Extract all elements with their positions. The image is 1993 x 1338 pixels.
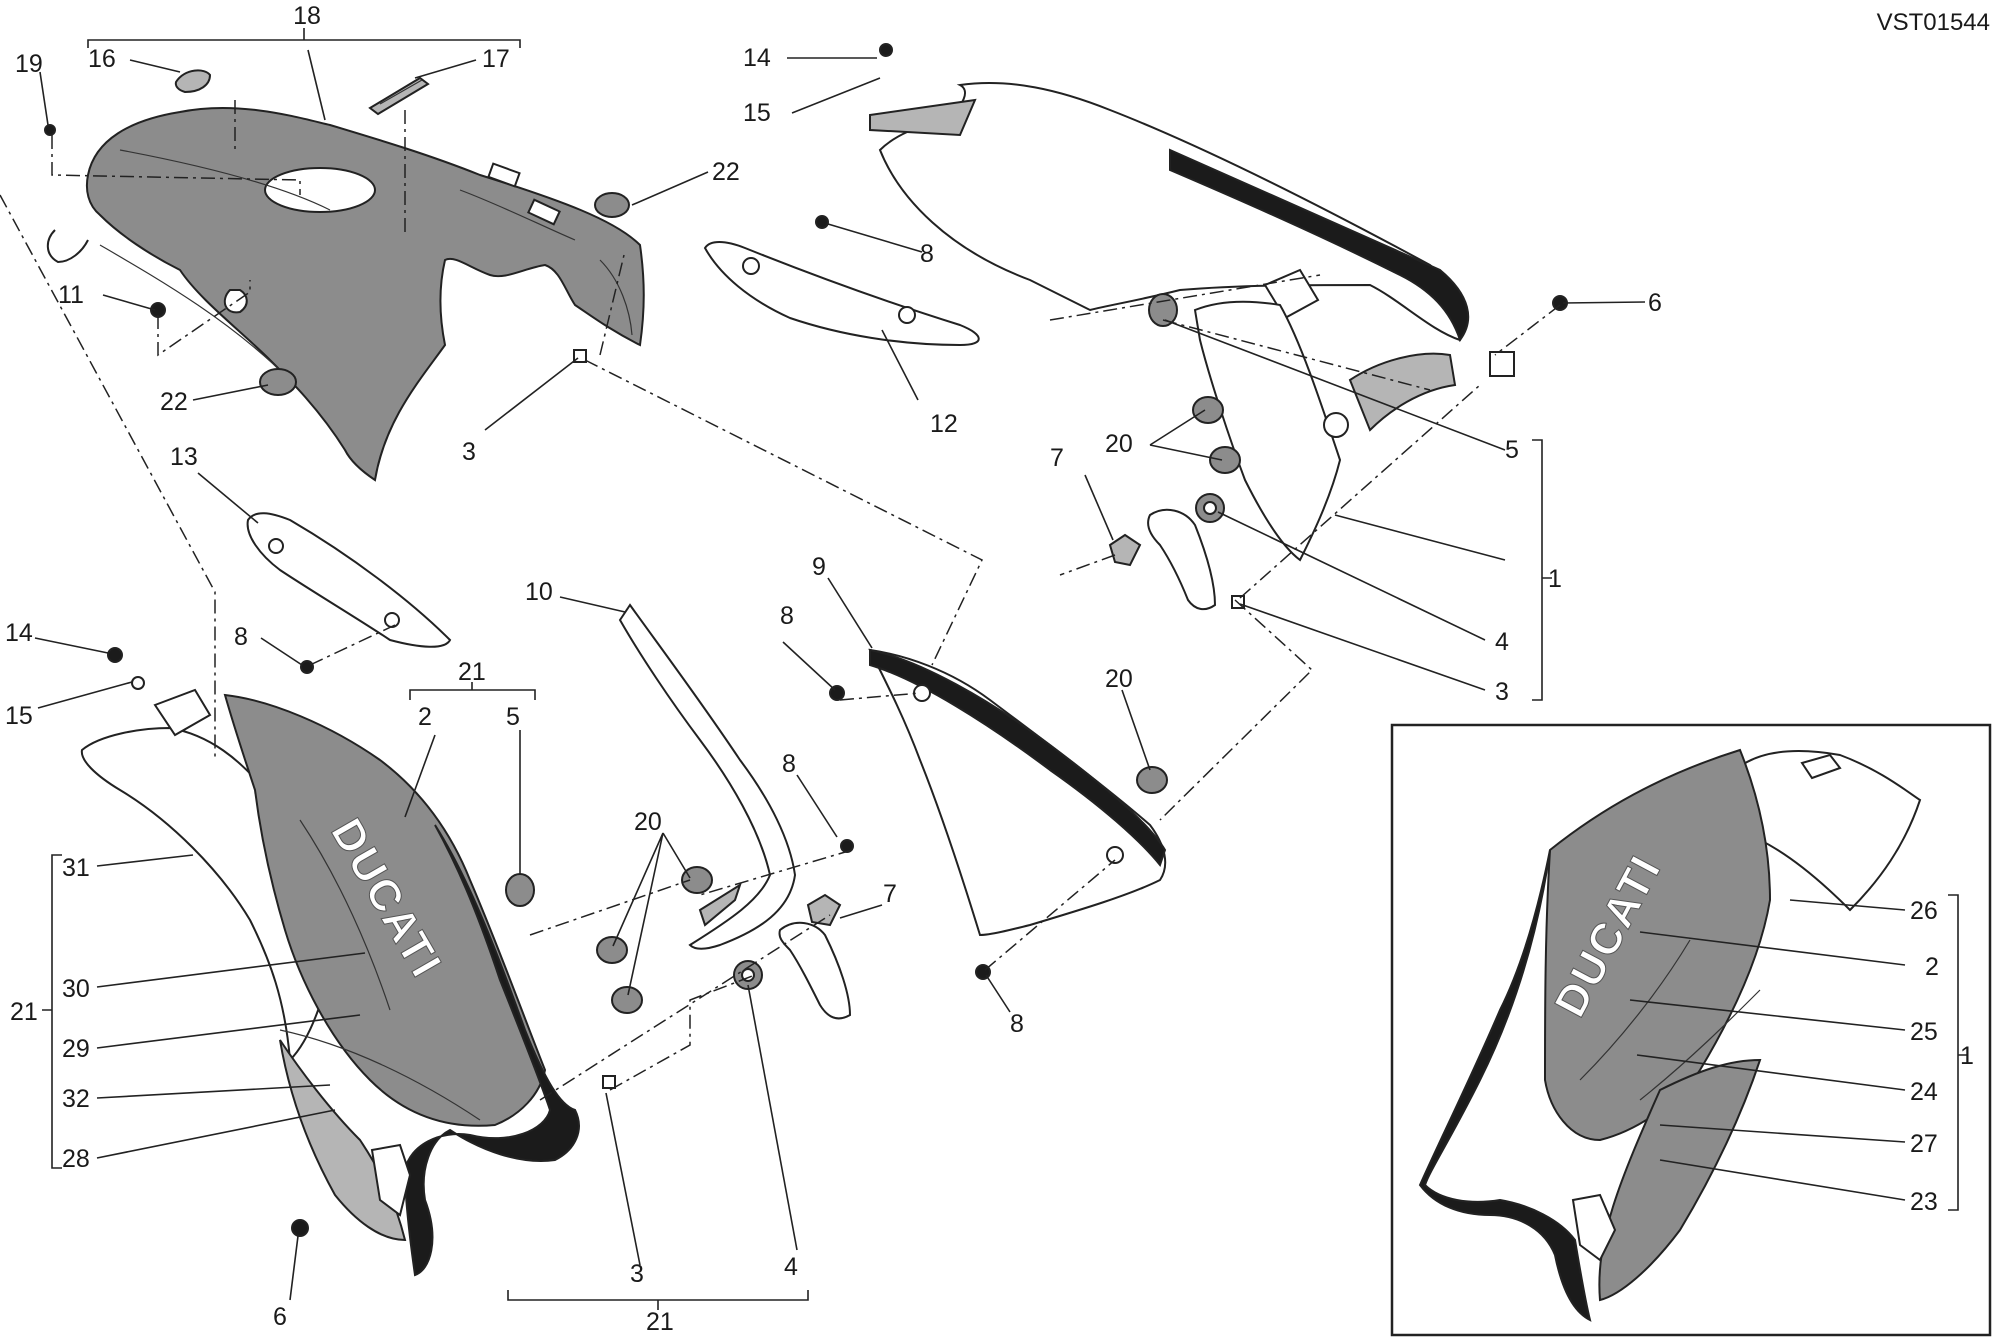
inner-panel xyxy=(618,603,797,950)
middle-fairing xyxy=(868,648,1167,937)
ref-3-tank: 3 xyxy=(462,438,476,466)
ref-6-left: 6 xyxy=(273,1303,287,1331)
ref-11: 11 xyxy=(58,281,84,309)
ref-15-right: 15 xyxy=(743,99,771,127)
left-front-fairing: DUCATI xyxy=(80,688,580,1277)
ref-1-top: 1 xyxy=(1548,565,1562,593)
ref-4-right: 4 xyxy=(1495,628,1509,656)
ref-17: 17 xyxy=(482,45,510,73)
ref-8-panel: 8 xyxy=(234,623,248,651)
ref-24: 24 xyxy=(1910,1078,1938,1106)
assembly-braces xyxy=(42,28,1968,1310)
side-panel-left xyxy=(246,512,452,648)
ref-7-left: 7 xyxy=(883,880,897,908)
ref-22-upper: 22 xyxy=(712,158,740,186)
ref-4-left: 4 xyxy=(784,1253,798,1281)
ref-18: 18 xyxy=(293,2,321,30)
ref-5-right: 5 xyxy=(1505,436,1519,464)
ref-3-left: 3 xyxy=(630,1260,644,1288)
ref-10: 10 xyxy=(525,578,553,606)
rear-fairing xyxy=(869,82,1515,562)
ref-8-upper: 8 xyxy=(920,240,934,268)
side-panel-right xyxy=(703,241,980,347)
ref-20-mid: 20 xyxy=(1105,665,1133,693)
ref-5-left: 5 xyxy=(506,703,520,731)
tank-cover xyxy=(46,106,645,482)
ref-7-right: 7 xyxy=(1050,444,1064,472)
ref-25: 25 xyxy=(1910,1018,1938,1046)
ref-8-mid: 8 xyxy=(782,750,796,778)
ref-32: 32 xyxy=(62,1085,90,1113)
right-front-fairing: DUCATI xyxy=(1418,748,1922,1322)
ref-15-left: 15 xyxy=(5,702,33,730)
ref-21-brace-left: 21 xyxy=(10,998,38,1026)
mounting-bracket xyxy=(778,508,1217,1020)
ref-8-mid-upper: 8 xyxy=(780,602,794,630)
leader-lines xyxy=(34,49,1906,1301)
ref-29: 29 xyxy=(62,1035,90,1063)
ref-3-right: 3 xyxy=(1495,678,1509,706)
ref-9: 9 xyxy=(812,553,826,581)
ref-14-right: 14 xyxy=(743,44,771,72)
ref-27: 27 xyxy=(1910,1130,1938,1158)
ref-23: 23 xyxy=(1910,1188,1938,1216)
ref-21-brace-bottom: 21 xyxy=(646,1308,674,1336)
ref-30: 30 xyxy=(62,975,90,1003)
ref-21-brace-top: 21 xyxy=(458,658,486,686)
ref-2-right: 2 xyxy=(1925,953,1939,981)
ref-22-lower: 22 xyxy=(160,388,188,416)
assembly-lines xyxy=(0,100,1561,1101)
drawing-code: VST01544 xyxy=(1877,9,1990,36)
ref-16: 16 xyxy=(88,45,116,73)
ref-12: 12 xyxy=(930,410,958,438)
stripe-decal xyxy=(368,76,430,116)
ref-31: 31 xyxy=(62,854,90,882)
ref-13: 13 xyxy=(170,443,198,471)
ref-20-left: 20 xyxy=(634,808,662,836)
ref-14-left: 14 xyxy=(5,619,33,647)
ref-1-inset: 1 xyxy=(1960,1042,1974,1070)
ref-8-bottom: 8 xyxy=(1010,1010,1024,1038)
fuel-cap-decal xyxy=(174,69,212,94)
ref-20-right: 20 xyxy=(1105,430,1133,458)
ref-6-right: 6 xyxy=(1648,289,1662,317)
reference-numbers: 18 16 17 19 11 22 22 3 13 8 14 15 21 2 5… xyxy=(5,2,1974,1336)
rubber-pad xyxy=(259,192,630,396)
ref-26: 26 xyxy=(1910,897,1938,925)
ref-19: 19 xyxy=(15,50,43,78)
grommet xyxy=(505,293,1241,1014)
ref-28: 28 xyxy=(62,1145,90,1173)
ref-2-left: 2 xyxy=(418,703,432,731)
inset-frame xyxy=(1390,723,1992,1337)
